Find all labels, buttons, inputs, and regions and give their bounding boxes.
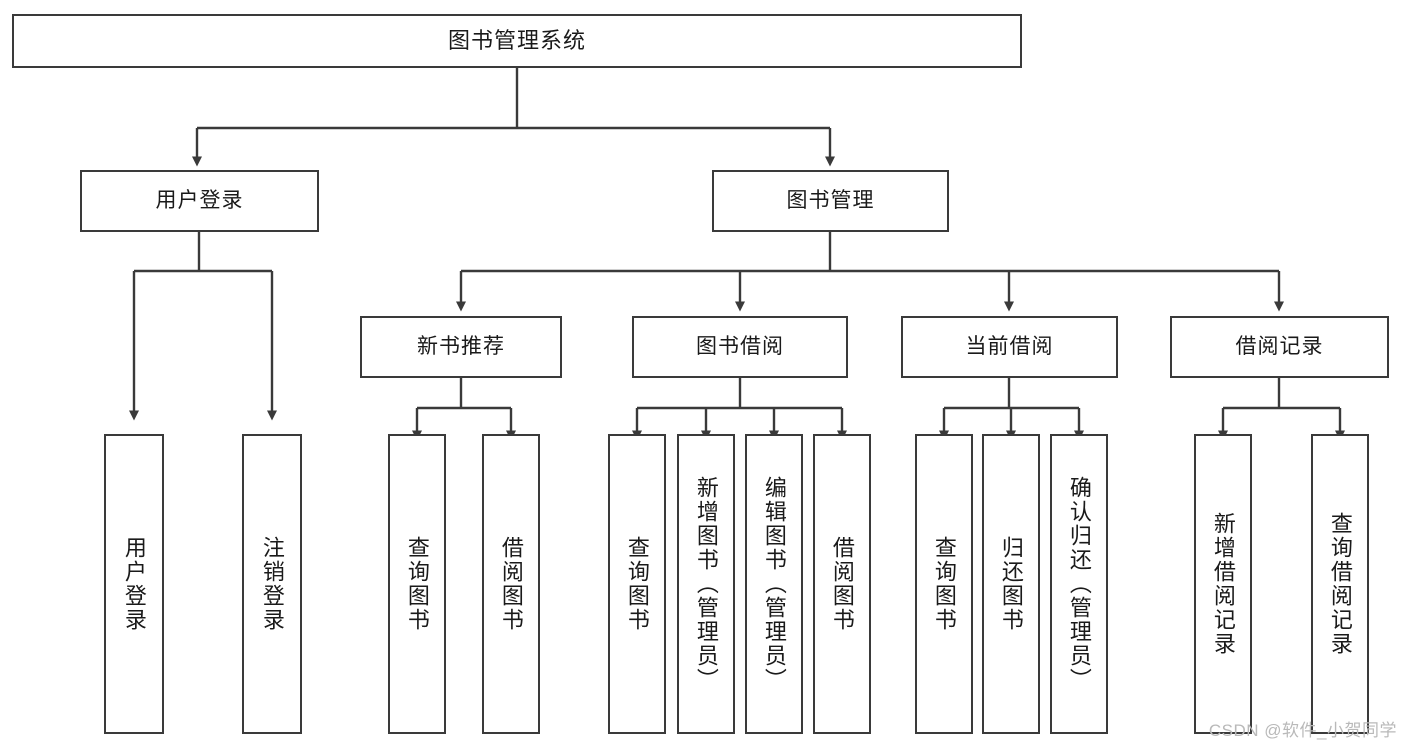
node-label: 新书推荐 xyxy=(417,334,505,358)
node-label: 借阅图书 xyxy=(829,536,855,632)
node-label: 图书借阅 xyxy=(696,334,784,358)
node-book-borrow[interactable]: 图书借阅 xyxy=(632,316,848,378)
leaf-logout[interactable]: 注销登录 xyxy=(242,434,302,734)
node-label: 查询图书 xyxy=(624,536,650,632)
leaf-user-login[interactable]: 用户登录 xyxy=(104,434,164,734)
leaf-borrow-book-recommendation[interactable]: 借阅图书 xyxy=(482,434,540,734)
node-label: 归还图书 xyxy=(998,536,1024,632)
node-label: 借阅记录 xyxy=(1235,334,1324,358)
node-root-system[interactable]: 图书管理系统 xyxy=(12,14,1022,68)
node-label: 编辑图书（管理员） xyxy=(761,476,787,692)
node-label: 借阅图书 xyxy=(498,536,524,632)
node-current-borrow[interactable]: 当前借阅 xyxy=(901,316,1118,378)
node-label: 确认归还（管理员） xyxy=(1066,476,1092,692)
leaf-borrow-book[interactable]: 借阅图书 xyxy=(813,434,871,734)
node-borrow-record[interactable]: 借阅记录 xyxy=(1170,316,1389,378)
node-user-login[interactable]: 用户登录 xyxy=(80,170,319,232)
leaf-query-book-recommendation[interactable]: 查询图书 xyxy=(388,434,446,734)
node-label: 用户登录 xyxy=(155,188,244,212)
node-label: 查询图书 xyxy=(931,536,957,632)
leaf-add-book-admin[interactable]: 新增图书（管理员） xyxy=(677,434,735,734)
node-label: 图书管理 xyxy=(786,188,875,212)
node-label: 注销登录 xyxy=(259,536,285,632)
leaf-add-borrow-record[interactable]: 新增借阅记录 xyxy=(1194,434,1252,734)
node-label: 图书管理系统 xyxy=(447,28,586,54)
node-label: 查询借阅记录 xyxy=(1327,512,1353,656)
leaf-confirm-return-admin[interactable]: 确认归还（管理员） xyxy=(1050,434,1108,734)
node-label: 查询图书 xyxy=(404,536,430,632)
leaf-query-borrow-record[interactable]: 查询借阅记录 xyxy=(1311,434,1369,734)
leaf-edit-book-admin[interactable]: 编辑图书（管理员） xyxy=(745,434,803,734)
leaf-return-book[interactable]: 归还图书 xyxy=(982,434,1040,734)
node-book-manage[interactable]: 图书管理 xyxy=(712,170,949,232)
node-label: 新增图书（管理员） xyxy=(693,476,719,692)
node-label: 新增借阅记录 xyxy=(1210,512,1236,656)
node-label: 用户登录 xyxy=(121,536,147,632)
node-label: 当前借阅 xyxy=(965,334,1054,358)
leaf-query-book-current[interactable]: 查询图书 xyxy=(915,434,973,734)
leaf-query-book-borrow[interactable]: 查询图书 xyxy=(608,434,666,734)
node-new-book-recommendation[interactable]: 新书推荐 xyxy=(360,316,562,378)
